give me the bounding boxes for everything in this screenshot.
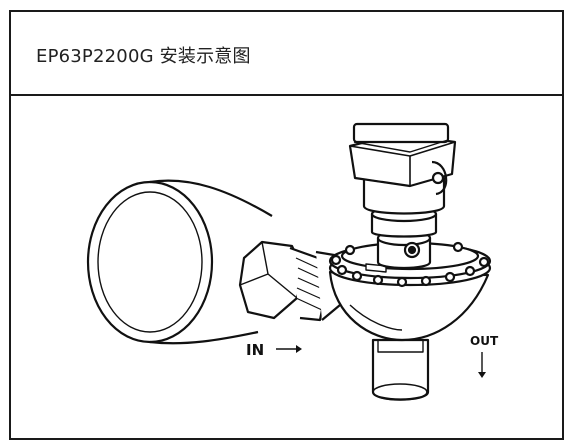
pilot-body <box>370 205 438 270</box>
outlet-pipe <box>371 338 430 401</box>
inlet-label: IN <box>246 341 264 359</box>
inlet-coupling <box>238 240 348 322</box>
flow-arrows <box>276 345 486 378</box>
outlet-label: OUT <box>470 334 499 348</box>
title-bar: EP63P2200G 安装示意图 <box>11 12 562 96</box>
header-pipe <box>86 178 273 345</box>
solenoid-coil <box>348 122 457 215</box>
page-title: EP63P2200G 安装示意图 <box>36 46 251 67</box>
